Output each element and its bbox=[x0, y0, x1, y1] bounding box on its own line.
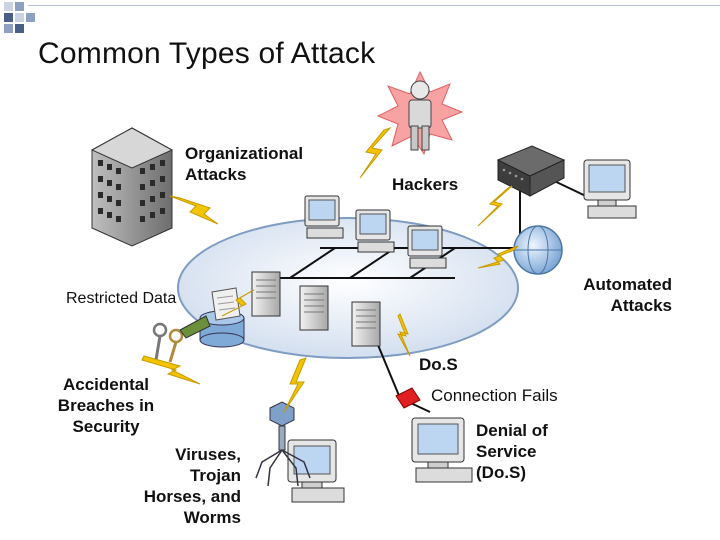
corner-square bbox=[4, 24, 13, 33]
document-icon bbox=[211, 287, 241, 321]
lightning-bolt-icon bbox=[477, 245, 519, 269]
label-dos: Do.S bbox=[419, 355, 458, 374]
globe-icon bbox=[513, 225, 563, 275]
label-accidental-breaches: Accidental Breaches in Security bbox=[57, 375, 155, 436]
office-building-icon bbox=[90, 127, 174, 247]
corner-square bbox=[15, 24, 24, 33]
lightning-bolt-icon bbox=[141, 355, 201, 385]
lightning-bolts bbox=[141, 126, 519, 413]
lightning-bolt-icon bbox=[169, 195, 219, 225]
lightning-bolt-icon bbox=[221, 289, 255, 317]
corner-square bbox=[15, 2, 24, 11]
label-denial-of-service: Denial of Service (Do.S) bbox=[476, 421, 548, 482]
slide-title: Common Types of Attack bbox=[38, 37, 376, 70]
server-icon bbox=[299, 285, 329, 331]
corner-decoration bbox=[4, 2, 35, 33]
connection-break-icon bbox=[395, 387, 421, 409]
workstation-icon bbox=[411, 417, 473, 483]
lightning-bolt-icon bbox=[283, 357, 307, 413]
workstation-icon bbox=[355, 209, 395, 253]
workstation-icon bbox=[583, 159, 637, 219]
label-viruses: Viruses, Trojan Horses, and Worms bbox=[143, 445, 241, 527]
label-automated-attacks: Automated Attacks bbox=[583, 275, 672, 315]
keys-icon bbox=[152, 315, 211, 363]
server-icon bbox=[251, 271, 281, 317]
corner-square bbox=[15, 13, 24, 22]
network-cable bbox=[289, 247, 336, 279]
workstation-icon bbox=[407, 225, 447, 269]
router-icon bbox=[496, 145, 566, 197]
title-rule bbox=[28, 5, 720, 6]
server-icon bbox=[351, 301, 381, 347]
corner-square bbox=[4, 13, 13, 22]
hacker-icon bbox=[376, 70, 464, 156]
label-connection-fails: Connection Fails bbox=[431, 386, 558, 405]
lightning-bolt-icon bbox=[359, 126, 392, 179]
network-cable bbox=[377, 344, 401, 399]
network-cable bbox=[349, 247, 396, 279]
workstation-icon bbox=[304, 195, 344, 239]
virus-icon bbox=[255, 401, 311, 487]
label-restricted-data: Restricted Data bbox=[66, 290, 177, 307]
corner-square bbox=[4, 2, 13, 11]
label-hackers: Hackers bbox=[392, 175, 459, 194]
corner-square bbox=[26, 13, 35, 22]
lightning-bolt-icon bbox=[477, 185, 513, 227]
label-organizational-attacks: Organizational Attacks bbox=[185, 144, 304, 184]
lightning-bolt-icon bbox=[397, 313, 411, 357]
